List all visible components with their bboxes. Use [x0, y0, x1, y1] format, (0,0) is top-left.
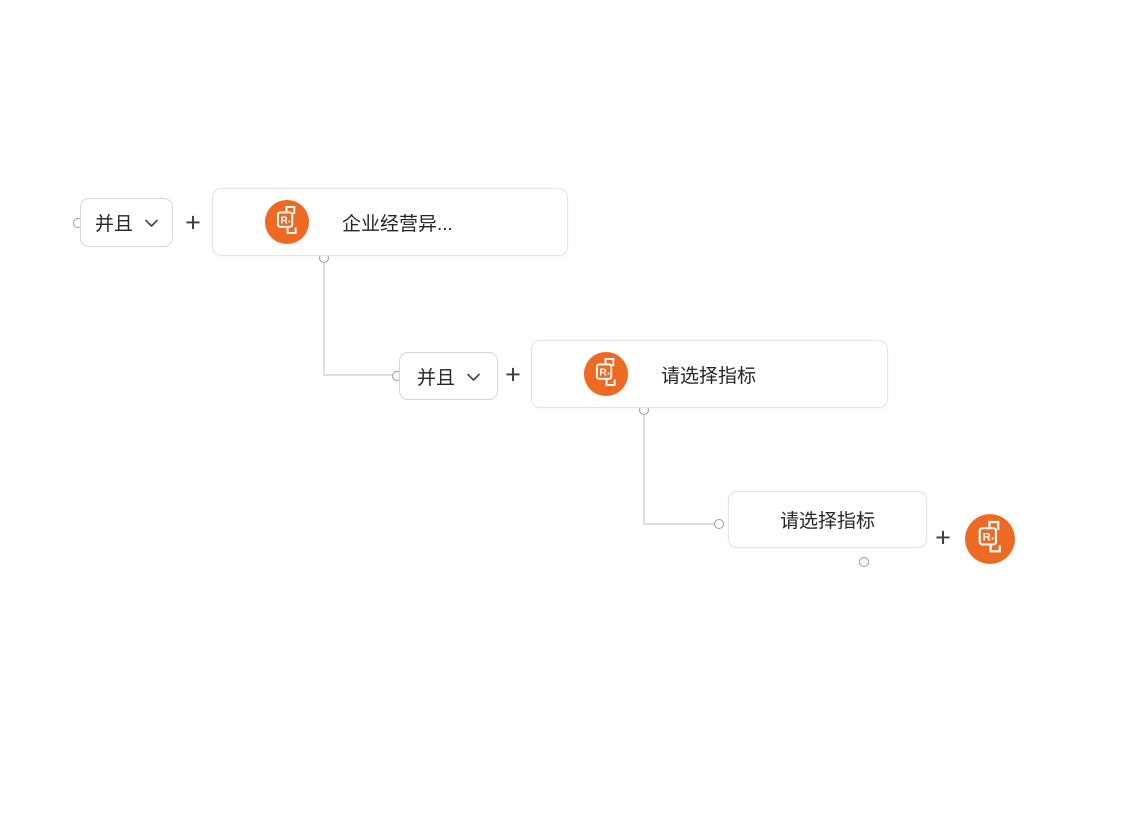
rule-node-icon: R	[264, 199, 310, 245]
logic-operator-label: 并且	[416, 367, 455, 389]
chevron-down-icon	[467, 373, 480, 381]
chevron-down-icon	[145, 219, 158, 227]
anchor-dot-card3-bottom	[859, 557, 869, 567]
indicator-placeholder-label: 请选择指标	[661, 365, 757, 387]
logic-operator-dropdown-2[interactable]: 并且	[399, 352, 498, 400]
connector-node1-to-node2	[323, 262, 392, 376]
add-condition-button-3[interactable]: +	[935, 522, 951, 553]
rule-node-icon: R	[583, 351, 629, 397]
svg-text:R: R	[599, 367, 607, 378]
logic-operator-label: 并且	[94, 214, 133, 235]
logic-operator-dropdown-1[interactable]: 并且	[80, 198, 173, 247]
indicator-placeholder-label: 请选择指标	[779, 511, 875, 532]
condition-card-3[interactable]: 请选择指标	[728, 491, 927, 548]
rule-node-icon-button[interactable]: R	[964, 513, 1016, 565]
add-condition-button-2[interactable]: +	[505, 359, 521, 390]
anchor-dot-node3-left	[714, 519, 724, 529]
condition-card-label: 企业经营异...	[342, 213, 453, 235]
condition-card-1[interactable]: R 企业经营异...	[212, 188, 568, 256]
condition-card-2[interactable]: R 请选择指标	[531, 340, 888, 408]
svg-text:R: R	[983, 532, 991, 544]
add-condition-button-1[interactable]: +	[185, 207, 201, 238]
svg-text:R: R	[280, 215, 288, 226]
connector-node2-to-node3	[643, 414, 714, 525]
